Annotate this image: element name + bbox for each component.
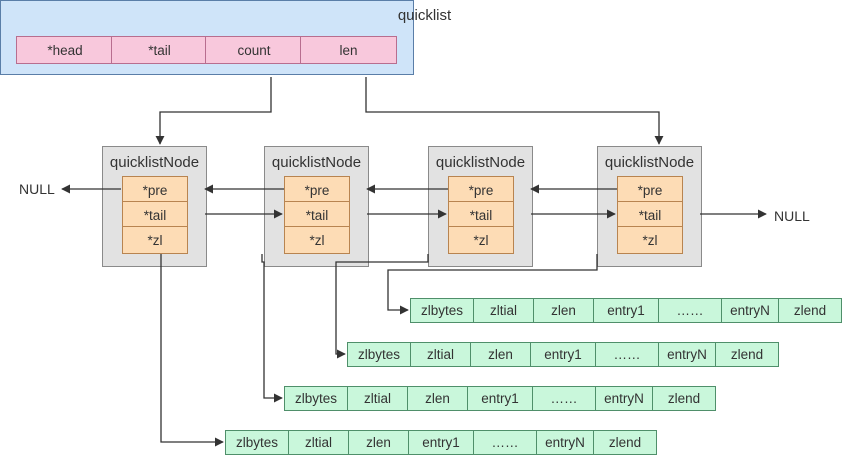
node-zl-field: *zl	[617, 226, 683, 254]
zl-arrow-1	[160, 254, 224, 447]
ziplist-cell-zlend: zlend	[652, 386, 716, 411]
ziplist-cell-entry1: entry1	[530, 342, 596, 367]
node-zl-field: *zl	[284, 226, 350, 254]
node-tail-field: *tail	[617, 201, 683, 229]
ziplist-cell-zlbytes: zlbytes	[347, 342, 411, 367]
ziplist-cell-entry1: entry1	[467, 386, 533, 411]
quicklist-tail-field: *tail	[111, 36, 208, 64]
ziplist-cell-ellipsis: ……	[658, 298, 722, 323]
node-tail-field: *tail	[448, 201, 514, 229]
ziplist-cell-zllen: zlen	[407, 386, 468, 411]
quicklist-struct: quicklist *head *tail count len	[0, 0, 451, 75]
node-title: quicklistNode	[435, 154, 526, 171]
quicklist-node-3: quicklistNode *pre *tail *zl	[428, 146, 533, 267]
node-title: quicklistNode	[271, 154, 362, 171]
ziplist-node-3: zlbytes zltial zlen entry1 …… entryN zle…	[347, 342, 779, 367]
ziplist-cell-ellipsis: ……	[595, 342, 659, 367]
ziplist-cell-zllen: zlen	[348, 430, 409, 455]
ziplist-cell-ellipsis: ……	[473, 430, 537, 455]
ziplist-cell-ellipsis: ……	[532, 386, 596, 411]
node-title: quicklistNode	[109, 154, 200, 171]
quicklist-head-field: *head	[16, 36, 114, 64]
ziplist-cell-zlend: zlend	[593, 430, 657, 455]
quicklist-node-2: quicklistNode *pre *tail *zl	[264, 146, 369, 267]
ziplist-cell-zllen: zlen	[533, 298, 594, 323]
node-zl-field: *zl	[448, 226, 514, 254]
node-pre-field: *pre	[122, 176, 188, 204]
quicklist-title: quicklist	[397, 7, 452, 24]
node-pre-field: *pre	[448, 176, 514, 204]
quicklist-node-1: quicklistNode *pre *tail *zl	[102, 146, 207, 267]
tail-arrow	[365, 77, 664, 145]
ziplist-cell-zltail: zltial	[288, 430, 349, 455]
node-tail-field: *tail	[284, 201, 350, 229]
ziplist-node-4: zlbytes zltial zlen entry1 …… entryN zle…	[410, 298, 842, 323]
quicklist-count-field: count	[205, 36, 303, 64]
quicklist-len-field: len	[300, 36, 397, 64]
ziplist-cell-entry1: entry1	[593, 298, 659, 323]
zl-arrow-4	[387, 254, 598, 315]
ziplist-node-1: zlbytes zltial zlen entry1 …… entryN zle…	[225, 430, 657, 455]
ziplist-cell-zltail: zltial	[410, 342, 471, 367]
ziplist-cell-entryN: entryN	[721, 298, 779, 323]
ziplist-cell-zlend: zlend	[715, 342, 779, 367]
quicklist-node-4: quicklistNode *pre *tail *zl	[597, 146, 702, 267]
ziplist-cell-zlbytes: zlbytes	[410, 298, 474, 323]
ziplist-cell-zltail: zltial	[347, 386, 408, 411]
null-right-label: NULL	[774, 208, 810, 224]
ziplist-cell-zllen: zlen	[470, 342, 531, 367]
null-left-label: NULL	[19, 181, 55, 197]
ziplist-cell-zltail: zltial	[473, 298, 534, 323]
node-title: quicklistNode	[604, 154, 695, 171]
zl-arrow-2	[261, 254, 283, 403]
zl-arrow-3	[335, 254, 429, 359]
ziplist-node-2: zlbytes zltial zlen entry1 …… entryN zle…	[284, 386, 716, 411]
ziplist-cell-zlend: zlend	[778, 298, 842, 323]
ziplist-cell-zlbytes: zlbytes	[225, 430, 289, 455]
node-zl-field: *zl	[122, 226, 188, 254]
head-arrow	[155, 77, 272, 145]
